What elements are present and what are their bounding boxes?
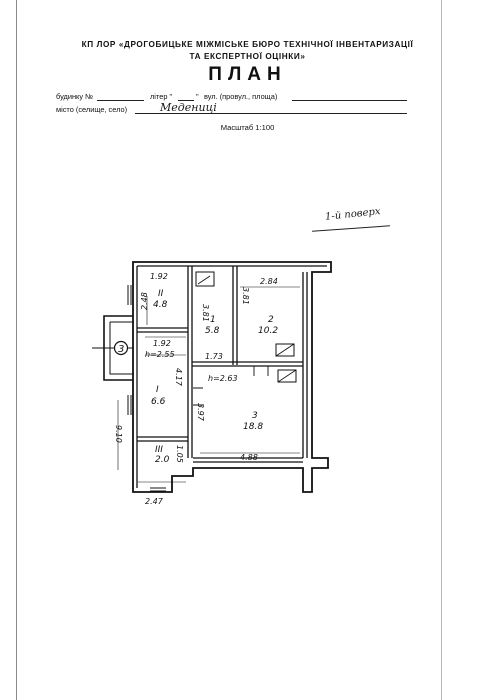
organization-name-line2: ТА ЕКСПЕРТНОЇ ОЦІНКИ» — [189, 52, 306, 61]
room-3-area: 18.8 — [243, 422, 263, 432]
entrance-marker-label: 3 — [118, 344, 124, 355]
dimension-line — [138, 286, 300, 483]
letter-blank — [178, 100, 194, 101]
outer-wall — [132, 261, 332, 493]
city-handwritten-value: Медениці — [160, 101, 217, 114]
building-number-label: будинку № — [56, 92, 94, 101]
stair-block-diagonal — [275, 343, 297, 383]
window-mark — [150, 487, 166, 492]
room-1-id: 1 — [210, 315, 216, 325]
letter-label: літер " — [150, 92, 173, 101]
partition-wall — [193, 457, 303, 463]
partition-wall — [232, 266, 238, 365]
room-1-area: 5.8 — [205, 326, 220, 336]
partition-wall — [302, 272, 308, 458]
window-mark — [127, 395, 132, 415]
window-mark — [302, 392, 308, 420]
room-III-area: 2.0 — [155, 455, 170, 465]
dim-2-84: 2.84 — [260, 277, 278, 286]
interior-wall — [136, 265, 327, 488]
height-right: h=2.63 — [208, 374, 238, 383]
document-title: ПЛАН — [208, 64, 287, 85]
partition-wall — [192, 361, 303, 367]
street-blank — [292, 100, 407, 101]
dim-2-48: 2.48 — [140, 292, 149, 310]
porch-wall-inner — [109, 321, 133, 375]
room-2-area: 10.2 — [258, 326, 278, 336]
dim-4-17: 4.17 — [174, 368, 183, 387]
letter-quote-close: " — [196, 92, 199, 101]
dim-3-81-right: 3.81 — [241, 287, 250, 305]
building-number-blank — [97, 100, 144, 101]
closet-diagonal — [197, 275, 211, 285]
city-blank — [135, 113, 407, 114]
scale-label: Масштаб 1:100 — [220, 123, 275, 132]
page-edge-left — [16, 0, 17, 700]
dim-1-73: 1.73 — [205, 352, 223, 361]
dim-1-05: 1.05 — [175, 445, 184, 463]
organization-name-line1: КП ЛОР «ДРОГОБИЦЬКЕ МІЖМІСЬКЕ БЮРО ТЕХНІ… — [81, 40, 414, 49]
door-swing — [253, 366, 269, 376]
dim-1-92-top: 1.92 — [150, 272, 168, 281]
dim-3-97: 3.97 — [196, 403, 205, 422]
dim-3-81-left: 3.81 — [201, 304, 210, 322]
dimension-line — [117, 296, 148, 470]
dim-4-88: 4.88 — [240, 453, 258, 462]
room-I-area: 6.6 — [151, 397, 166, 407]
room-II-id: II — [158, 289, 164, 299]
window-mark — [127, 285, 132, 305]
door-swing — [193, 387, 203, 406]
partition-wall — [187, 266, 193, 458]
room-I-id: I — [156, 385, 159, 395]
city-label: місто (селище, село) — [56, 105, 128, 114]
room-III-id: III — [155, 445, 163, 455]
dim-1-92-mid: 1.92 — [153, 339, 171, 348]
room-II-area: 4.8 — [153, 300, 168, 310]
dim-9-10: 9.10 — [114, 425, 123, 443]
dim-2-47: 2.47 — [145, 497, 164, 506]
window-mark — [255, 261, 285, 267]
stair-block — [275, 343, 297, 383]
closet-box — [195, 271, 215, 287]
page-edge-right — [441, 0, 442, 700]
entrance-marker — [113, 340, 129, 356]
room-2-id: 2 — [268, 315, 274, 325]
room-3-id: 3 — [252, 411, 258, 421]
partition-wall — [137, 436, 188, 442]
partition-wall — [137, 327, 188, 333]
height-left: h=2.55 — [145, 350, 175, 359]
street-label: вул. (провул., площа) — [204, 92, 278, 101]
